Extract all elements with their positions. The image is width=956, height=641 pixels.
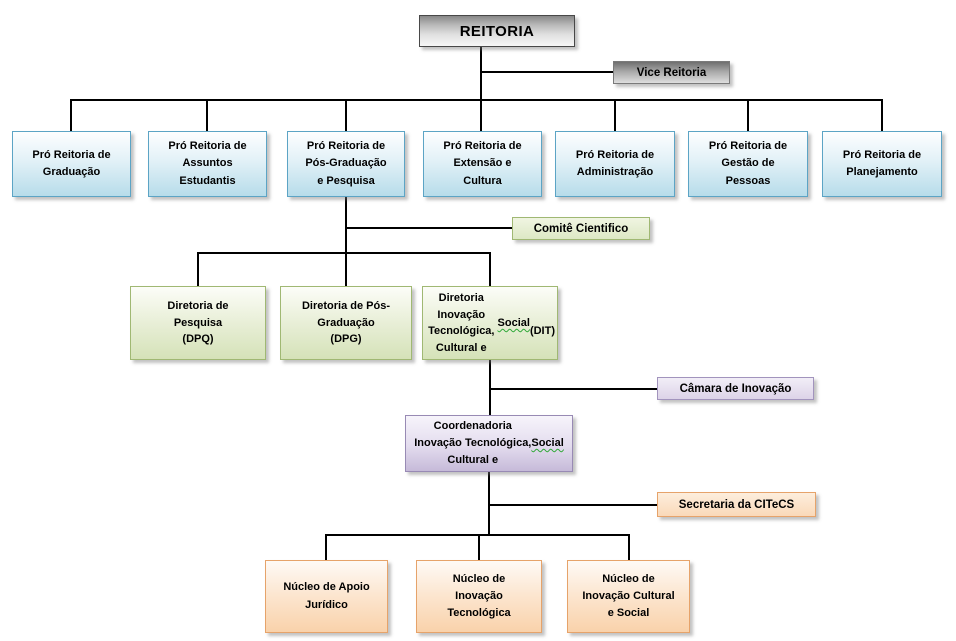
org-box-diretoria-pesquisa-dpq: Diretoria de Pesquisa (DPQ)	[130, 286, 266, 360]
org-box-pro-reitoria-pos-graduacao-pesquisa: Pró Reitoria de Pós-Graduação e Pesquisa	[287, 131, 405, 197]
connector-drop-tecnologica	[478, 534, 480, 560]
connector-drop-cultural	[628, 534, 630, 560]
connector-vice-horizontal	[481, 71, 613, 73]
org-box-pro-reitoria-administracao: Pró Reitoria de Administração	[555, 131, 675, 197]
connector-drop-juridico	[325, 534, 327, 560]
connector-dit-vertical	[489, 360, 491, 415]
connector-secretaria-horizontal	[488, 504, 657, 506]
org-box-pro-reitoria-planejamento: Pró Reitoria de Planejamento	[822, 131, 942, 197]
org-box-nucleo-inovacao-tecnologica: Núcleo de Inovação Tecnológica	[416, 560, 542, 633]
org-box-pro-reitoria-extensao-cultura: Pró Reitoria de Extensão e Cultura	[423, 131, 542, 197]
connector-comite-horizontal	[345, 227, 512, 229]
org-box-nucleo-inovacao-cultural-social: Núcleo de Inovação Cultural e Social	[567, 560, 690, 633]
connector-drop-assuntos	[206, 99, 208, 131]
connector-drop-posgraduacao	[345, 99, 347, 131]
org-box-reitoria: REITORIA	[419, 15, 575, 47]
connector-drop-dit	[489, 252, 491, 286]
org-box-comite-cientifico: Comitê Cientifico	[512, 217, 650, 240]
connector-green-bus	[197, 252, 491, 254]
connector-drop-dpq	[197, 252, 199, 286]
connector-drop-gestao	[747, 99, 749, 131]
connector-orange-bus	[325, 534, 629, 536]
org-box-secretaria-citecs: Secretaria da CITeCS	[657, 492, 816, 517]
org-box-pro-reitoria-gestao-pessoas: Pró Reitoria de Gestão de Pessoas	[688, 131, 808, 197]
connector-drop-planejamento	[881, 99, 883, 131]
org-box-diretoria-inovacao-dit: Diretoria Inovação Tecnológica, Cultural…	[422, 286, 558, 360]
connector-drop-administracao	[614, 99, 616, 131]
connector-root-vertical	[480, 47, 482, 131]
org-box-camara-inovacao: Câmara de Inovação	[657, 377, 814, 400]
connector-drop-graduacao	[70, 99, 72, 131]
org-box-coordenadoria-citecs: Coordenadoria Inovação Tecnológica, Cult…	[405, 415, 573, 472]
org-box-pro-reitoria-graduacao: Pró Reitoria de Graduação	[12, 131, 131, 197]
connector-prpg-vertical	[345, 197, 347, 254]
connector-drop-dpg	[345, 252, 347, 286]
connector-camara-horizontal	[489, 388, 657, 390]
org-box-diretoria-pos-graduacao-dpg: Diretoria de Pós- Graduação (DPG)	[280, 286, 412, 360]
org-box-pro-reitoria-assuntos-estudantis: Pró Reitoria de Assuntos Estudantis	[148, 131, 267, 197]
connector-top-bus	[70, 99, 883, 101]
org-box-vice-reitoria: Vice Reitoria	[613, 61, 730, 84]
org-box-nucleo-apoio-juridico: Núcleo de Apoio Jurídico	[265, 560, 388, 633]
